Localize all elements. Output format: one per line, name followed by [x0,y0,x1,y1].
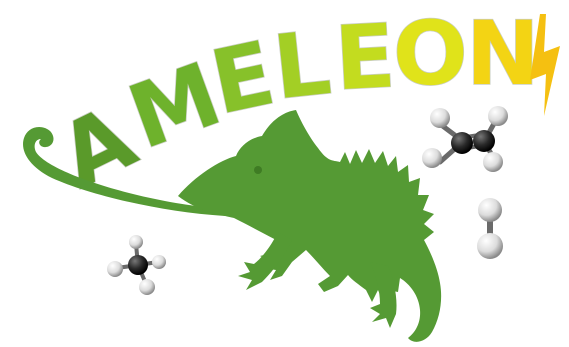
logo-letter-6: O [392,1,469,105]
logo-wordmark: A M E L E O N [43,1,540,209]
logo-letter-5: E [332,4,397,110]
chameleon-eye [254,166,262,174]
chameleon-icon [23,110,442,342]
logo-letter-4: L [269,11,336,119]
methane-molecule-icon [107,235,166,295]
logo-letter-7: N [466,2,540,105]
ethylene-molecule-icon [422,106,508,172]
lightning-bolt-icon [530,14,560,116]
hydrogen-molecule-icon [477,198,503,259]
